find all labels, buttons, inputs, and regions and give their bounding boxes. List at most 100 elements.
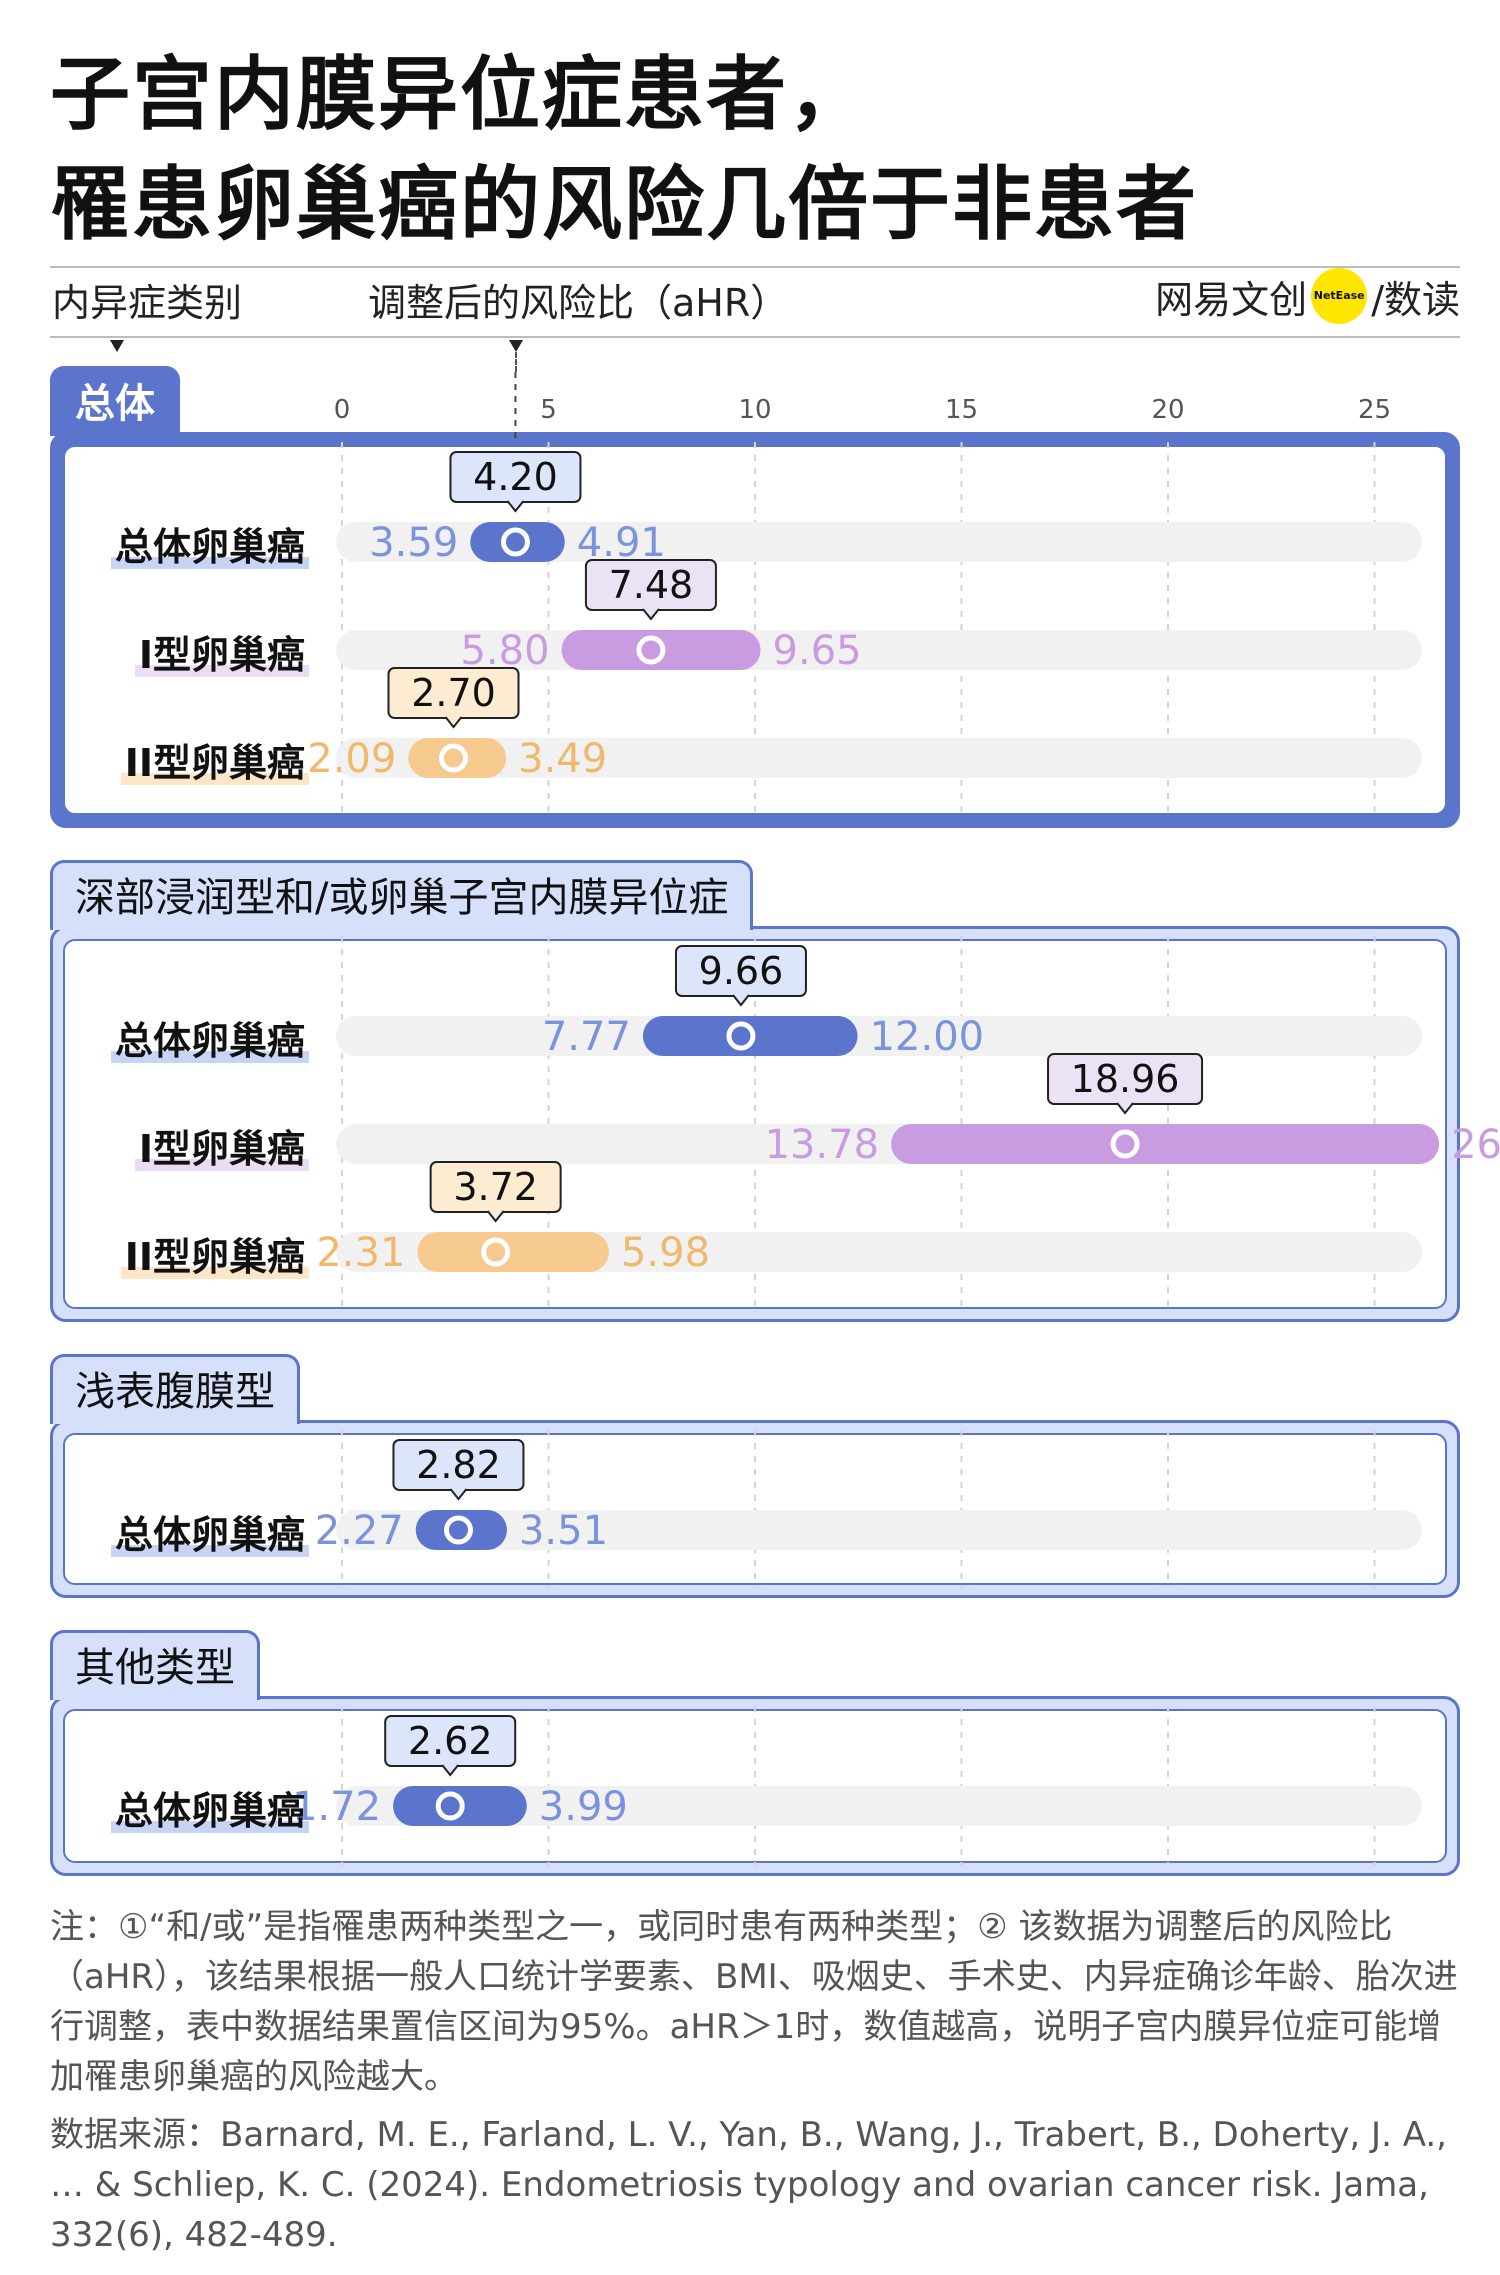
row-label-g0-r0: 总体卵巢癌 [110,516,309,571]
row-label-g1-r0: 总体卵巢癌 [110,1010,309,1065]
estimate-ring-g0-r2 [439,743,469,773]
estimate-ring-g1-r0 [726,1021,756,1051]
callout-pointer-g1-r0 [732,994,750,1007]
estimate-label-g1-r2: 3.72 [453,1165,538,1209]
estimate-ring-g0-r1 [636,635,666,665]
header-bottom-rule [50,336,1460,338]
callout-pointer-g0-r2 [444,716,463,729]
tab-deep-ovarian: 深部浸润型和/或卵巢子宫内膜异位症 [50,860,754,930]
footnote: 注：①“和/或”是指罹患两种类型之一，或同时患有两种类型；② 该数据为调整后的风… [50,1907,1458,2097]
category-column-header: 内异症类别 [52,281,243,325]
estimate-ring-g2-r0 [443,1515,473,1545]
row-label-g1-r2: II型卵巢癌 [120,1226,309,1281]
estimate-callout-g0-r1: 7.48 [584,559,717,621]
row-label-text: I型卵巢癌 [138,633,305,677]
ci-high-label-g2-r0: 3.51 [519,1508,608,1554]
x-tick-label-2: 10 [738,395,771,425]
track-g1-r2 [336,1232,1422,1272]
estimate-dot-g1-r1 [1120,1139,1131,1149]
ci-low-label-g2-r0: 2.27 [315,1508,404,1554]
row-label-g0-r2: II型卵巢癌 [120,732,309,787]
estimate-ring-g1-r2 [481,1237,511,1267]
row-label-text: I型卵巢癌 [138,1127,305,1171]
brand-section: /数读 [1371,277,1460,322]
callout-pointer-g1-r2 [486,1210,505,1223]
ci-high-label-g0-r2: 3.49 [518,736,607,782]
callout-pointer-g3-r0 [441,1764,459,1777]
ci-high-label-g0-r1: 9.65 [773,628,862,674]
estimate-dot-g1-r2 [490,1247,501,1257]
estimate-dot-g0-r1 [645,645,656,655]
ci-high-label-g1-r1: 26.08 [1451,1122,1500,1168]
ci-bar-g1-r2 [417,1232,609,1272]
ahr-column-header: 调整后的风险比（aHR） [368,281,789,325]
data-source: 数据来源：Barnard, M. E., Farland, L. V., Yan… [50,2115,1447,2255]
ci-high-label-g1-r2: 5.98 [621,1230,710,1276]
ci-low-label-g1-r2: 2.31 [316,1230,405,1276]
estimate-callout-g1-r1: 18.96 [1047,1053,1204,1115]
x-tick-label-5: 25 [1358,395,1391,425]
estimate-label-g0-r1: 7.48 [609,563,694,607]
track-g0-r0 [336,522,1422,562]
header-top-rule [50,266,1460,268]
estimate-ring-g1-r1 [1110,1129,1140,1159]
tab-other: 其他类型 [50,1630,260,1700]
ci-low-label-g1-r0: 7.77 [542,1014,631,1060]
estimate-ring-g0-r0 [500,527,530,557]
row-label-text: 总体卵巢癌 [114,1513,305,1557]
track-g1-r0 [336,1016,1422,1056]
estimate-callout-g2-r0: 2.82 [392,1439,525,1501]
ahr-arrow-icon [509,340,523,352]
estimate-label-g1-r1: 18.96 [1071,1057,1180,1101]
estimate-dot-g3-r0 [445,1801,456,1811]
row-label-g0-r1: I型卵巢癌 [134,624,309,679]
row-label-text: II型卵巢癌 [124,1235,305,1279]
ci-bar-g1-r1 [891,1124,1440,1164]
row-label-text: II型卵巢癌 [124,741,305,785]
category-arrow-icon [110,340,124,352]
estimate-callout-g3-r0: 2.62 [384,1715,517,1777]
track-g0-r2 [336,738,1422,778]
estimate-label-g3-r0: 2.62 [408,1719,493,1763]
estimate-label-g2-r0: 2.82 [416,1443,501,1487]
title-line-1: 子宫内膜异位症患者， [50,48,870,141]
estimate-ring-g3-r0 [435,1791,465,1821]
row-label-g1-r1: I型卵巢癌 [134,1118,309,1173]
x-tick-label-3: 15 [945,395,978,425]
x-tick-label-1: 5 [540,395,557,425]
estimate-dot-g1-r0 [735,1031,746,1041]
estimate-label-g0-r2: 2.70 [411,671,496,715]
x-tick-label-4: 20 [1151,395,1184,425]
estimate-callout-g1-r0: 9.66 [674,945,807,1007]
ci-low-label-g0-r0: 3.59 [369,520,458,566]
ahr-marker-line [515,352,517,372]
row-label-g3-r0: 总体卵巢癌 [110,1780,309,1835]
ci-high-label-g0-r0: 4.91 [577,520,666,566]
netease-badge-icon: NetEase [1311,268,1368,324]
estimate-label-g1-r0: 9.66 [699,949,784,993]
x-tick-label-0: 0 [334,395,351,425]
estimate-dot-g0-r0 [510,537,521,547]
tab-superficial: 浅表腹膜型 [50,1354,300,1424]
estimate-dot-g2-r0 [453,1525,464,1535]
title-line-2: 罹患卵巢癌的风险几倍于非患者 [50,158,1198,251]
callout-pointer-g0-r0 [506,500,525,513]
row-label-text: 总体卵巢癌 [114,1789,305,1833]
ci-high-label-g3-r0: 3.99 [539,1784,628,1830]
row-label-g2-r0: 总体卵巢癌 [110,1504,309,1559]
page-title: 子宫内膜异位症患者， 罹患卵巢癌的风险几倍于非患者 [50,40,1450,260]
estimate-callout-g0-r0: 4.20 [449,451,582,513]
callout-pointer-g0-r1 [642,608,660,621]
callout-pointer-g2-r0 [449,1488,468,1501]
estimate-callout-g0-r2: 2.70 [387,667,520,729]
ci-low-label-g0-r1: 5.80 [460,628,549,674]
track-g3-r0 [336,1786,1422,1826]
tab-overall: 总体 [50,366,180,436]
brand-logo: 网易文创 NetEase /数读 [1155,268,1460,324]
ci-high-label-g1-r0: 12.00 [870,1014,985,1060]
row-label-text: 总体卵巢癌 [114,525,305,569]
track-g2-r0 [336,1510,1422,1550]
estimate-label-g0-r0: 4.20 [473,455,558,499]
callout-pointer-g1-r1 [1116,1102,1134,1115]
